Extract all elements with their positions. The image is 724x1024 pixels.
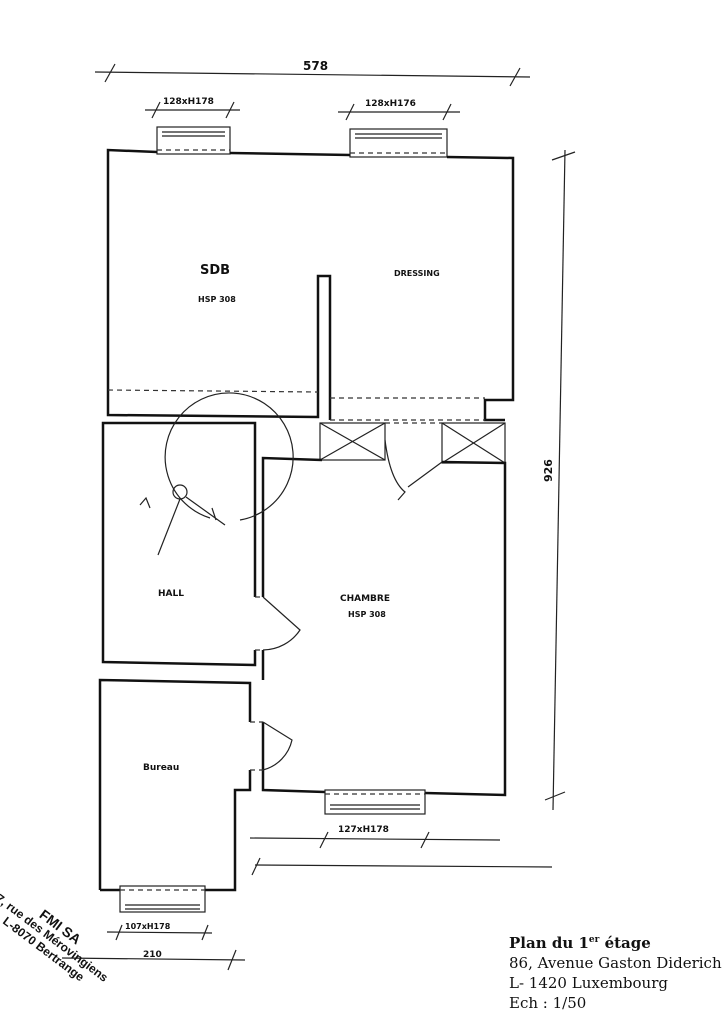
dimension-window-sdb: 128xH178	[145, 97, 240, 119]
dimension-overall-depth: 926	[542, 149, 576, 811]
room-label-dressing: DRESSING	[394, 269, 440, 278]
window-sdb-label: 128xH178	[163, 97, 214, 107]
room-height-sdb: HSP 308	[198, 295, 236, 304]
overall-width-label: 578	[303, 59, 328, 73]
window-sdb	[156, 126, 231, 155]
room-label-chambre: CHAMBRE	[340, 594, 390, 604]
plan-title: Plan du 1er étage	[509, 930, 722, 953]
room-label-bureau: Bureau	[143, 763, 179, 773]
spiral-staircase	[139, 392, 294, 556]
room-height-chambre: HSP 308	[348, 610, 386, 619]
window-dressing	[349, 128, 448, 158]
dimension-bureau-width: 210	[61, 949, 246, 971]
city: L- 1420 Luxembourg	[509, 974, 668, 992]
walls	[98, 148, 515, 913]
title-main: Plan du 1	[509, 934, 589, 952]
overall-depth-label: 926	[542, 459, 555, 482]
dimension-window-bureau: 107xH178	[106, 922, 213, 941]
room-label-hall: HALL	[158, 589, 184, 599]
title-block: Plan du 1er étage 86, Avenue Gaston Dide…	[509, 930, 722, 1013]
window-bureau-label: 107xH178	[125, 922, 171, 931]
title-end: étage	[599, 934, 651, 952]
bureau-width-label: 210	[143, 950, 162, 960]
window-chambre-label: 127xH178	[338, 825, 389, 835]
scale: Ech : 1/50	[509, 994, 587, 1012]
address: 86, Avenue Gaston Diderich	[509, 954, 722, 972]
dimension-overall-width: 578	[94, 59, 531, 87]
dimension-window-dressing: 128xH176	[338, 99, 460, 121]
dimension-window-chambre: 127xH178	[249, 825, 553, 876]
room-label-sdb: SDB	[200, 263, 230, 278]
title-sup: er	[588, 935, 600, 945]
window-dressing-label: 128xH176	[365, 99, 416, 109]
